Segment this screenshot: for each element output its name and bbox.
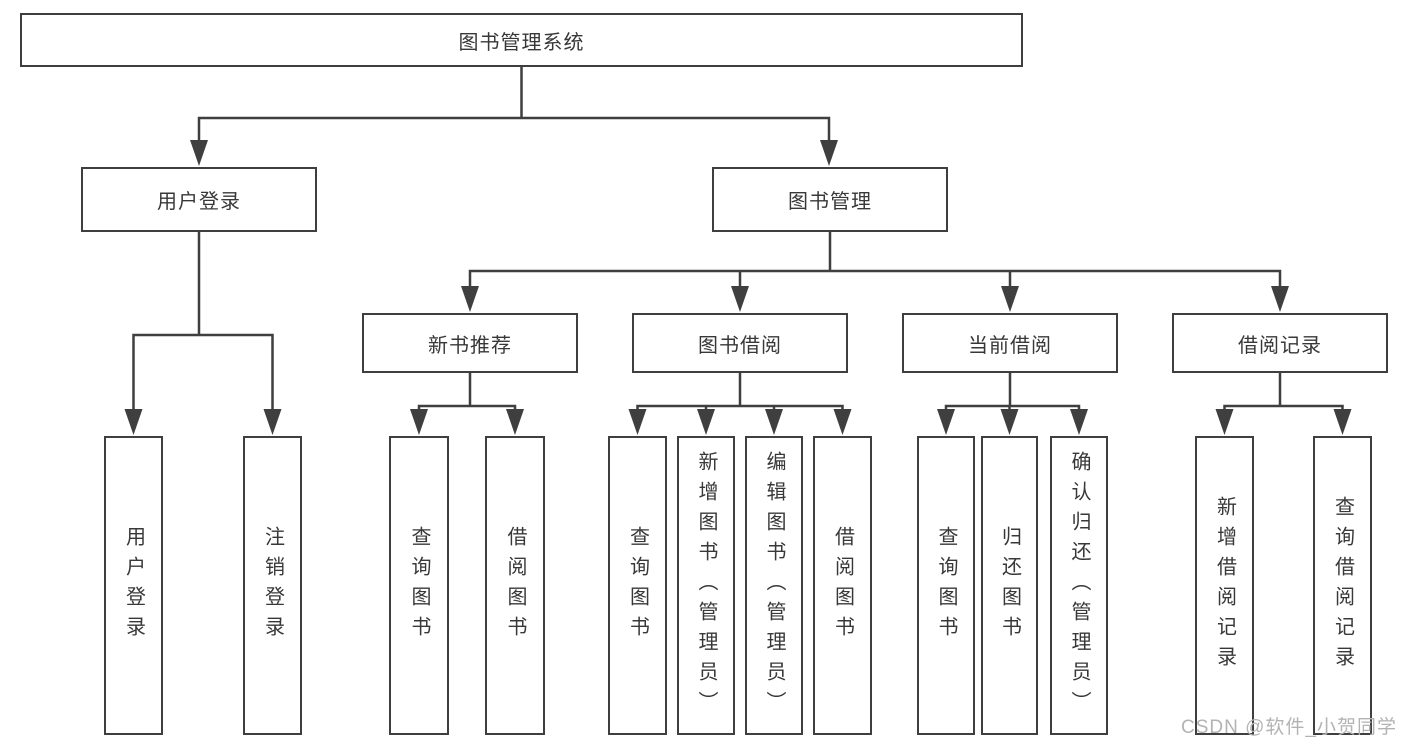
node-label: 借阅记录	[1238, 334, 1322, 357]
node-label: 新增借阅记录	[1213, 495, 1236, 676]
csdn-watermark: CSDN @软件_小贺同学	[1181, 717, 1397, 738]
arrowhead-icon	[1070, 409, 1088, 435]
node-label: 查询图书	[935, 525, 957, 646]
arrowhead-icon	[1271, 286, 1289, 312]
leaf-user-login: 用户登录	[104, 436, 163, 735]
node-label: 注销登录	[261, 525, 284, 646]
node-new-book-recommend: 新书推荐	[362, 313, 578, 373]
node-label: 确认归还（管理员）	[1068, 450, 1090, 721]
node-borrow-records: 借阅记录	[1172, 313, 1388, 373]
node-label: 当前借阅	[968, 334, 1052, 357]
leaf-query-books-2: 查询图书	[608, 436, 667, 735]
leaf-confirm-return-admin: 确认归还（管理员）	[1050, 436, 1108, 735]
leaf-query-borrow-record: 查询借阅记录	[1313, 436, 1372, 735]
node-book-borrow: 图书借阅	[632, 313, 848, 373]
arrowhead-icon	[461, 286, 479, 312]
leaf-query-books-3: 查询图书	[917, 436, 975, 735]
node-book-management-branch: 图书管理	[712, 167, 948, 232]
arrowhead-icon	[1215, 409, 1234, 435]
arrowhead-icon	[1000, 409, 1019, 435]
arrowhead-icon	[1001, 286, 1019, 312]
leaf-return-book: 归还图书	[981, 436, 1038, 735]
node-current-borrow: 当前借阅	[902, 313, 1118, 373]
arrowhead-icon	[833, 409, 852, 435]
arrowhead-icon	[820, 140, 838, 166]
arrowhead-icon	[124, 409, 143, 435]
leaf-edit-book-admin: 编辑图书（管理员）	[745, 436, 803, 735]
leaf-borrow-books-1: 借阅图书	[485, 436, 545, 735]
node-root-system: 图书管理系统	[20, 13, 1023, 67]
arrowhead-icon	[765, 409, 783, 435]
leaf-query-books-1: 查询图书	[389, 436, 449, 735]
arrowhead-icon	[190, 140, 208, 166]
node-label: 用户登录	[157, 191, 241, 213]
node-label: 借阅图书	[504, 525, 526, 646]
node-label: 图书借阅	[698, 334, 782, 357]
node-label: 用户登录	[122, 525, 145, 646]
node-label: 新增图书（管理员）	[695, 450, 717, 721]
node-label: 查询借阅记录	[1331, 495, 1354, 676]
leaf-logout: 注销登录	[243, 436, 302, 735]
node-label: 查询图书	[626, 525, 649, 646]
node-label: 编辑图书（管理员）	[763, 450, 785, 721]
arrowhead-icon	[937, 409, 955, 435]
node-label: 查询图书	[408, 525, 430, 646]
leaf-add-book-admin: 新增图书（管理员）	[677, 436, 735, 735]
node-label: 借阅图书	[831, 525, 854, 646]
arrowhead-icon	[697, 409, 715, 435]
node-label: 新书推荐	[428, 334, 512, 357]
node-label: 图书管理	[788, 191, 872, 213]
arrowhead-icon	[506, 409, 524, 435]
arrowheads	[124, 140, 1352, 435]
node-label: 归还图书	[998, 525, 1021, 646]
arrowhead-icon	[1333, 409, 1352, 435]
leaf-add-borrow-record: 新增借阅记录	[1195, 436, 1254, 735]
arrowhead-icon	[410, 409, 428, 435]
leaf-borrow-books-2: 借阅图书	[813, 436, 872, 735]
node-user-login-branch: 用户登录	[81, 167, 317, 232]
arrowhead-icon	[263, 409, 282, 435]
arrowhead-icon	[731, 286, 749, 312]
node-label: 图书管理系统	[458, 31, 585, 54]
arrowhead-icon	[628, 409, 647, 435]
